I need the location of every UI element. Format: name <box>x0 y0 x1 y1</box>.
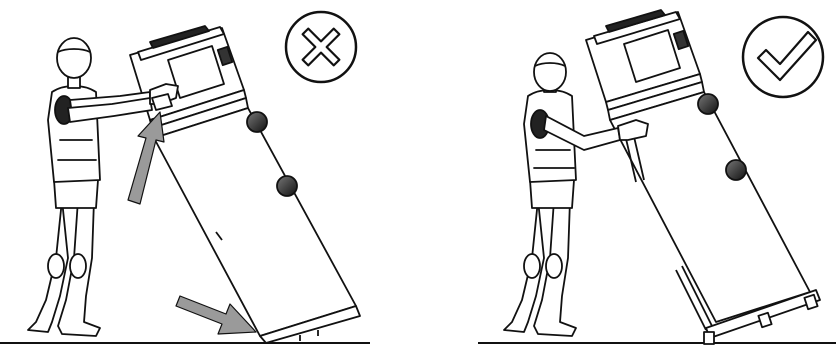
lower-knob <box>726 160 746 180</box>
lower-knob <box>277 176 297 196</box>
upper-knob <box>698 94 718 114</box>
incorrect-panel <box>0 12 370 343</box>
push-arrow <box>128 112 164 204</box>
upper-knob <box>247 112 267 132</box>
worker-head <box>57 38 91 78</box>
cross-icon <box>286 12 356 82</box>
check-icon <box>743 17 823 97</box>
correct-panel <box>478 10 836 344</box>
worker-head <box>534 53 566 91</box>
